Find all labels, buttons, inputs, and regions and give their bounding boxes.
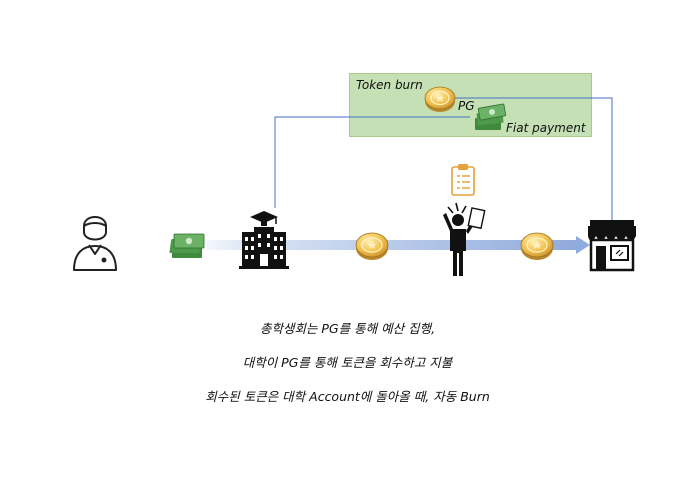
checklist-icon <box>451 164 475 196</box>
pg-store-connector <box>447 97 613 223</box>
coin-icon <box>424 86 456 112</box>
money-icon <box>169 233 205 258</box>
money-icon <box>475 103 507 130</box>
person-icon <box>443 202 486 276</box>
fiat-payment-label: Fiat payment <box>506 121 586 135</box>
coin-icon <box>355 232 389 260</box>
student-icon <box>73 216 117 271</box>
store-icon <box>588 220 636 272</box>
caption-line-2: 대학이 PG를 통해 토큰을 회수하고 지불 <box>242 355 453 370</box>
caption-line-3: 회수된 토큰은 대학 Account에 돌아올 때, 자동 Burn <box>205 389 490 404</box>
caption-line-1: 총학생회는 PG를 통해 예산 집행, <box>259 321 436 336</box>
university-icon <box>239 211 289 269</box>
pg-box <box>349 73 592 137</box>
coin-icon <box>520 232 554 260</box>
university-pg-connector <box>274 116 470 208</box>
token-burn-label: Token burn <box>356 78 423 92</box>
pg-label: PG <box>458 99 475 113</box>
connector-lines <box>274 97 613 223</box>
